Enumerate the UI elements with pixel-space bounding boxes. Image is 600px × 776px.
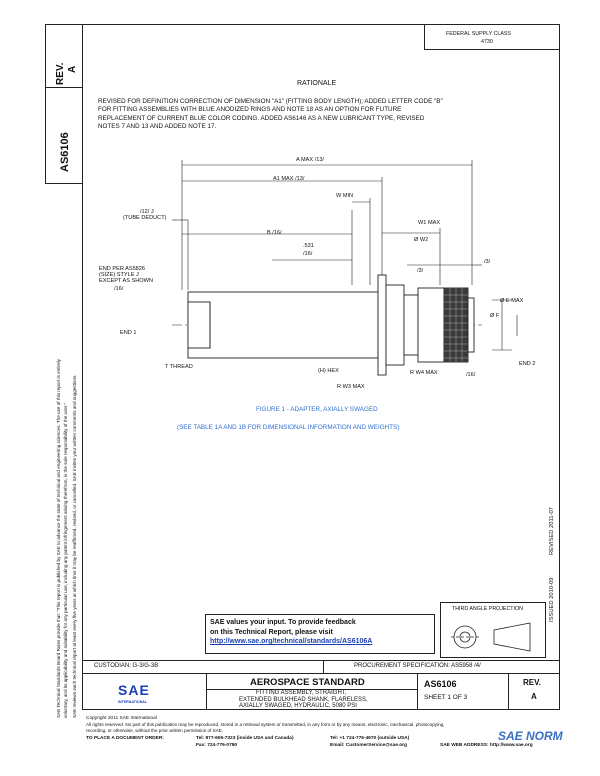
label-r-w4-max: R W4 MAX [410, 370, 438, 376]
dim-tube-deduct: (TUBE DEDUCT) [123, 215, 167, 221]
figure-caption: FIGURE 1 - ADAPTER, AXIALLY SWAGED [256, 406, 378, 413]
rev-cell [508, 673, 560, 710]
dim-531-note: /16/ [303, 251, 313, 257]
label-r-w3-max: R W3 MAX [337, 384, 365, 390]
fitting-drawing [172, 160, 518, 376]
title-line2: EXTENDED BULKHEAD SHANK, FLARELESS, [239, 696, 368, 703]
rationale-text: REVISED FOR DEFINITION CORRECTION OF DIM… [98, 98, 548, 131]
copyright: Copyright 2011 SAE International [86, 716, 157, 721]
label-end2: END 2 [519, 361, 536, 367]
title-rev-label: REV. [523, 678, 541, 687]
note-3b: /3/ [484, 259, 491, 265]
dim-e-max: Ø E MAX [500, 298, 524, 304]
feedback-box [205, 614, 435, 654]
dim-w-min: W MIN [336, 193, 354, 199]
end-per-4: /16/ [114, 286, 124, 292]
email: Email: CustomerService@sae.org [330, 743, 407, 748]
label-n16: /16/ [466, 372, 476, 378]
aerospace-standard: AEROSPACE STANDARD [250, 677, 365, 688]
label-h-hex: (H) HEX [318, 368, 339, 374]
dim-w2: Ø W2 [414, 237, 429, 243]
dim-b: B /16/ [267, 230, 282, 236]
label-t-thread: T THREAD [165, 364, 193, 370]
federal-class-line1: FEDERAL SUPPLY CLASS [446, 31, 511, 37]
dim-a-max: A MAX /13/ [296, 157, 324, 163]
rationale-line: REVISED FOR DEFINITION CORRECTION OF DIM… [98, 98, 443, 105]
rationale-line: NOTES 7 AND 13 AND ADDED NOTE 17. [98, 122, 217, 130]
custodian: CUSTODIAN: G-3/G-3B [94, 663, 159, 669]
procurement-spec: PROCUREMENT SPECIFICATION: AS5958 /4/ [354, 663, 481, 669]
feedback-line1: SAE values your input. To provide feedba… [210, 619, 356, 626]
projection-label: THIRD ANGLE PROJECTION [452, 606, 523, 612]
end-per-3: EXCEPT AS SHOWN [99, 278, 153, 284]
side-title-column: REV. A AS6106 [45, 24, 83, 184]
dim-f: Ø F [490, 313, 500, 319]
feedback-line2: on this Technical Report, please visit [210, 629, 333, 636]
title-divider [206, 689, 418, 690]
dim-tube-deduct-num: /12/ J [140, 209, 154, 215]
title-line3: AXIALLY SWAGED, HYDRAULIC, 5080 PSI [239, 703, 357, 709]
side-rev-label: REV. [55, 62, 66, 85]
note-3a: /3/ [417, 268, 424, 274]
web-address: SAE WEB ADDRESS: http://www.sae.org [440, 743, 533, 748]
order-label: TO PLACE A DOCUMENT ORDER: [86, 736, 164, 741]
sae-logo: SAE [118, 682, 150, 698]
table-reference: (SEE TABLE 1A AND 1B FOR DIMENSIONAL INF… [177, 424, 400, 431]
side-disclaimer-1: SAE Technical Standards Board Rules prov… [56, 359, 61, 718]
federal-class-box [424, 24, 560, 50]
feedback-link[interactable]: http://www.sae.org/technical/standards/A… [210, 638, 373, 645]
watermark-sae-norm: SAE NORM [498, 729, 563, 743]
sheet-number: SHEET 1 OF 3 [424, 694, 468, 701]
federal-class-line2: 4730 [481, 39, 493, 45]
rationale-title: RATIONALE [297, 80, 337, 87]
title-rev-value: A [531, 692, 537, 701]
sae-logo-sub: INTERNATIONAL [118, 700, 148, 704]
side-disclaimer-3: SAE reviews each technical report at lea… [72, 374, 77, 718]
rationale-line: REPLACEMENT OF CURRENT BLUE COLOR CODING… [98, 114, 425, 122]
dim-531: .531 [303, 243, 314, 249]
end-per-2: (SIZE) STYLE J [99, 272, 139, 278]
side-disclaimer-2: voluntary, and its applicability and sui… [63, 402, 68, 718]
title-doc-number: AS6106 [424, 679, 457, 689]
title-line1: FITTING ASSEMBLY, STRAIGHT, [256, 690, 347, 696]
dim-w1-max: W1 MAX [418, 220, 441, 226]
side-doc-number: AS6106 [59, 132, 71, 172]
side-rev-value: A [67, 65, 78, 73]
dim-a1-max: A1 MAX /13/ [273, 176, 305, 182]
rationale-line: FOR FITTING ASSEMBLIES WITH BLUE ANODIZE… [98, 106, 402, 114]
projection-symbol [451, 622, 531, 652]
rights-line2: recording, or otherwise, without the pri… [86, 728, 224, 733]
rights-line1: All rights reserved. No part of this pub… [86, 722, 445, 727]
label-end1: END 1 [120, 330, 137, 336]
issued-date: ISSUED 2010-09 [549, 577, 555, 622]
projection-box [440, 602, 546, 658]
end-per-1: END PER AS5826 [99, 266, 146, 272]
tel-inside: Tel: 877-606-7323 (inside USA and Canada… [196, 736, 294, 741]
tel-outside: Tel: +1 724-776-4970 (outside USA) [330, 736, 410, 741]
fax: Fax: 724-776-0790 [196, 743, 238, 748]
revised-date: REVISED 2011-07 [549, 507, 555, 555]
